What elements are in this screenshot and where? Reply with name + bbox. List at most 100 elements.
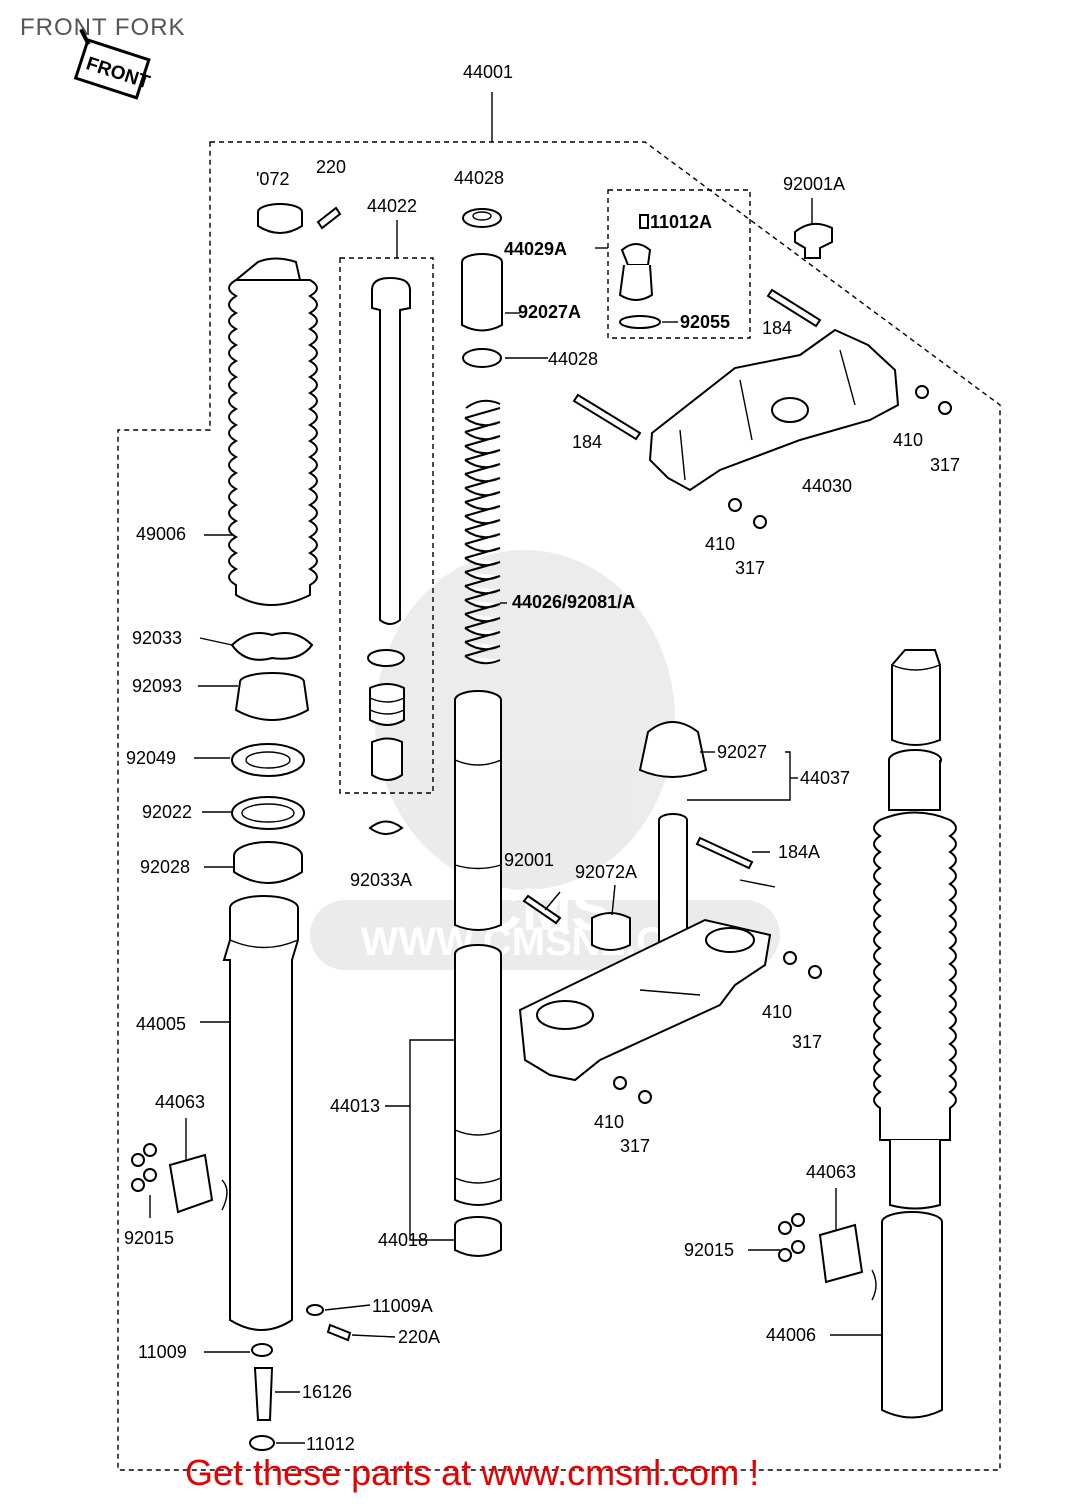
inner-tube-upper-44013: [454, 690, 502, 931]
bolt-184A: [695, 836, 754, 870]
lower-bracket-44037: [518, 918, 772, 1082]
bolts-92015-right: [778, 1213, 805, 1262]
clamp-7072: [257, 203, 303, 234]
washer-11009A: [306, 1304, 324, 1316]
label-92033A: 92033A: [350, 870, 412, 890]
label-7072: '072: [256, 169, 289, 189]
cap-92001A: [794, 222, 833, 259]
label-92028: 92028: [140, 857, 190, 877]
rod-44022: [367, 276, 411, 781]
label-92001: 92001: [504, 850, 554, 870]
label-317-lower: 317: [735, 558, 765, 578]
bush-44028-lower: [462, 348, 502, 368]
label-44006: 44006: [766, 1325, 816, 1345]
label-44030: 44030: [802, 476, 852, 496]
guard-44063-left: [168, 1153, 214, 1214]
clamp-92072A: [591, 912, 631, 951]
bush-44028-top: [462, 208, 502, 228]
label-317-upper: 317: [930, 455, 960, 475]
seal-92093: [234, 672, 310, 721]
label-184A: 184A: [778, 842, 820, 862]
label-44063-left: 44063: [155, 1092, 205, 1112]
label-92055: 92055: [680, 312, 730, 332]
nut-317-upper: [938, 401, 952, 415]
spring-44026: [464, 399, 501, 665]
upper-bracket-44030: [648, 328, 900, 492]
bolt-184-left: [572, 393, 642, 441]
bolt-16126: [253, 1367, 274, 1421]
label-317-low: 317: [620, 1136, 650, 1156]
inner-tube-lower-44013: [454, 944, 502, 1206]
label-184-upper: 184: [762, 318, 792, 338]
label-16126: 16126: [302, 1382, 352, 1402]
part-labels: 44001 '072 220 44022 44028 44029A 11012A…: [124, 62, 960, 1454]
bush-44018: [454, 1216, 502, 1257]
ring-92033A: [368, 820, 404, 835]
bolts-92015-left: [131, 1143, 157, 1192]
label-44001: 44001: [463, 62, 513, 82]
label-410-low: 410: [594, 1112, 624, 1132]
label-49006: 49006: [136, 524, 186, 544]
gasket-92033: [230, 632, 314, 661]
label-92072A: 92072A: [575, 862, 637, 882]
label-11009A: 11009A: [372, 1296, 433, 1316]
label-317-mid: 317: [792, 1032, 822, 1052]
label-92049: 92049: [126, 748, 176, 768]
label-44018: 44018: [378, 1230, 428, 1250]
label-44028-top: 44028: [454, 168, 504, 188]
leader-lines: [149, 198, 882, 1444]
outer-tube-44006: [871, 1211, 943, 1419]
label-410-upper: 410: [893, 430, 923, 450]
label-92033: 92033: [132, 628, 182, 648]
washer-410-low: [613, 1076, 627, 1090]
washer-410-upper: [915, 385, 929, 399]
bolt-184-upper: [766, 288, 822, 328]
label-92015-right: 92015: [684, 1240, 734, 1260]
nut-317-mid: [808, 965, 822, 979]
footer-cta-link[interactable]: Get these parts at www.cmsnl.com !: [185, 1452, 760, 1493]
label-220A: 220A: [398, 1327, 440, 1347]
label-92022: 92022: [142, 802, 192, 822]
right-fork-top: [891, 649, 941, 746]
box-44022: [339, 257, 434, 794]
label-44013: 44013: [330, 1096, 380, 1116]
seal-92049: [231, 743, 305, 777]
screw-220A: [326, 1323, 352, 1342]
washer-11012: [249, 1435, 275, 1451]
nut-317-lower: [753, 515, 767, 529]
box-44029A: [607, 189, 751, 339]
right-fork-boot: [873, 749, 957, 1210]
assembly-boundary: [117, 141, 1001, 1471]
page-title: FRONT FORK: [20, 14, 186, 41]
dust-boot-49006: [228, 257, 318, 606]
label-11012A: 11012A: [650, 212, 712, 232]
label-44037: 44037: [800, 768, 850, 788]
label-220: 220: [316, 157, 346, 177]
label-410-lower: 410: [705, 534, 735, 554]
label-184-left: 184: [572, 432, 602, 452]
label-92093: 92093: [132, 676, 182, 696]
label-44026: 44026/92081/A: [512, 592, 635, 612]
guard-44063-right: [818, 1223, 864, 1284]
washer-410-lower: [728, 498, 742, 512]
label-44022: 44022: [367, 196, 417, 216]
spacer-92027A: [461, 253, 503, 332]
label-92027: 92027: [717, 742, 767, 762]
washer-11009: [251, 1343, 273, 1357]
label-44005: 44005: [136, 1014, 186, 1034]
label-92001A: 92001A: [783, 174, 845, 194]
label-44028-lower: 44028: [548, 349, 598, 369]
label-44029A: 44029A: [504, 239, 567, 259]
outer-tube-44005: [221, 895, 299, 1331]
stem-cap-92027: [638, 721, 708, 778]
label-410-mid: 410: [762, 1002, 792, 1022]
bush-92028: [233, 841, 303, 884]
label-92015-left: 92015: [124, 1228, 174, 1248]
washer-410-mid: [783, 951, 797, 965]
label-44063-right: 44063: [806, 1162, 856, 1182]
nut-317-low: [638, 1090, 652, 1104]
label-92027A: 92027A: [518, 302, 581, 322]
washer-92022: [231, 796, 305, 830]
